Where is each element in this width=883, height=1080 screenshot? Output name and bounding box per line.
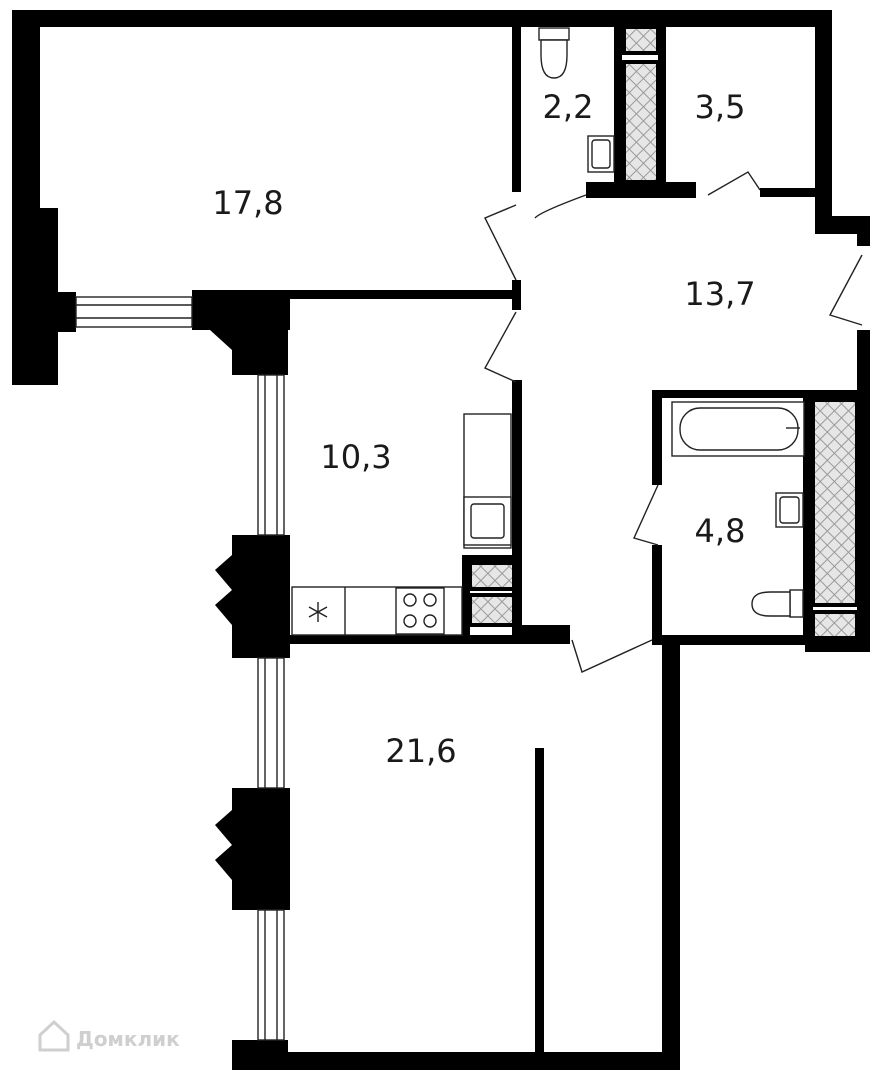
toilet-icon [538,27,570,79]
toilet-icon [751,589,804,618]
room-area-living-room-top: 17,8 [212,184,283,222]
ventilation-shafts [468,25,859,640]
watermark-text: Домклик [76,1027,180,1051]
room-area-bathroom: 4,8 [695,512,746,550]
bathtub-icon [671,401,805,457]
house-logo-icon [38,1019,70,1052]
exterior-walls [12,10,870,1070]
room-area-storage: 3,5 [695,88,746,126]
sink-icon [775,492,804,528]
sink-icon [587,135,615,173]
doors [484,171,863,673]
fridge-snowflake-icon [308,602,328,622]
room-area-living-room-bottom: 21,6 [385,732,456,770]
room-area-kitchen: 10,3 [320,438,391,476]
stove-icon [395,587,445,635]
room-area-toilet: 2,2 [543,88,594,126]
interior-walls [290,27,862,1053]
room-area-hallway: 13,7 [684,275,755,313]
windows [75,296,285,1041]
room-labels: 17,8 2,2 3,5 13,7 10,3 4,8 21,6 [212,88,755,770]
watermark: Домклик [38,1019,180,1052]
